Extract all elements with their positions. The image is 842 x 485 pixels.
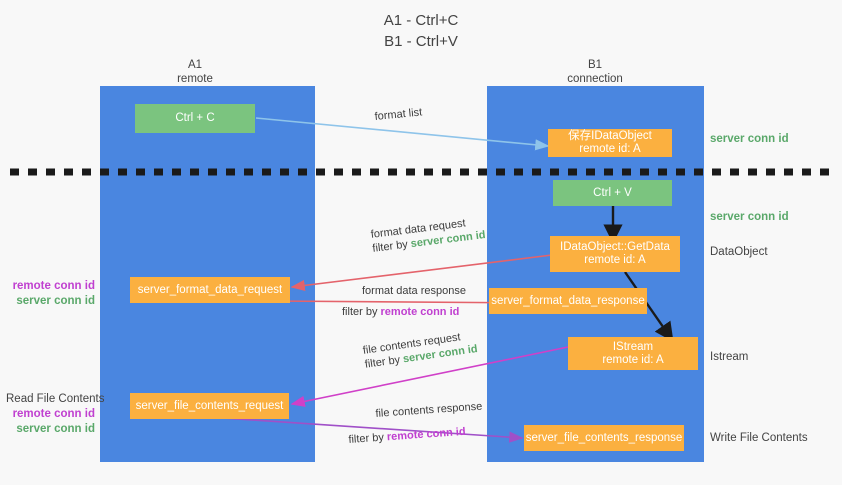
node-idataobject[interactable]: 保存IDataObject remote id: A (548, 129, 672, 157)
node-server-format-data-response[interactable]: server_format_data_response (489, 288, 647, 314)
note-server-conn-id-left-mid: server conn id (16, 295, 95, 307)
edge-label-file-contents-request: file contents request filter by server c… (362, 328, 479, 372)
node-server-file-contents-request[interactable]: server_file_contents_request (130, 393, 289, 419)
filter-prefix: filter by (342, 306, 381, 318)
edge-label-file-contents-response-text: file contents response (375, 400, 483, 420)
node-server-file-contents-response[interactable]: server_file_contents_response (524, 425, 684, 451)
node-ctrl-v[interactable]: Ctrl + V (553, 180, 672, 206)
note-server-conn-id-left-bottom: server conn id (16, 423, 95, 435)
edge-label-format-list: format list (374, 105, 423, 124)
filter-key-remote-conn-id: remote conn id (386, 425, 466, 444)
filter-prefix: filter by (348, 431, 388, 446)
column-header-b1-sub: connection (567, 73, 623, 85)
column-header-b1: B1 connection (520, 58, 670, 86)
note-remote-conn-id-mid: remote conn id (12, 280, 95, 292)
node-ctrl-c[interactable]: Ctrl + C (135, 104, 255, 133)
node-server-format-data-request[interactable]: server_format_data_request (130, 277, 290, 303)
edge-label-format-data-request: format data request filter by server con… (370, 214, 486, 256)
column-header-a1: A1 remote (120, 58, 270, 86)
node-idataobject-label: 保存IDataObject remote id: A (568, 130, 652, 155)
node-server-format-data-request-label: server_format_data_request (137, 283, 283, 296)
filter-key-remote-conn-id: remote conn id (380, 306, 460, 318)
note-group-file-conn-ids: Read File Contents remote conn id server… (6, 392, 105, 437)
node-server-file-contents-request-label: server_file_contents_request (135, 399, 284, 412)
title-line-1: A1 - Ctrl+C (383, 12, 459, 29)
column-header-a1-name: A1 (187, 59, 203, 71)
note-istream: Istream (710, 351, 749, 363)
edge-label-format-data-response-filter: filter by remote conn id (342, 305, 459, 319)
edge-label-file-contents-response-filter: filter by remote conn id (348, 425, 466, 447)
edge-label-format-list-text: format list (374, 106, 423, 123)
column-header-b1-name: B1 (587, 59, 603, 71)
note-group-format-conn-ids: remote conn id server conn id (10, 279, 95, 309)
note-dataobject: DataObject (710, 246, 768, 258)
column-header-a1-sub: remote (177, 73, 213, 85)
node-istream-label: IStream remote id: A (602, 340, 664, 366)
node-getdata-label: IDataObject::GetData remote id: A (560, 241, 670, 266)
node-ctrl-v-label: Ctrl + V (593, 186, 632, 199)
edge-label-file-contents-response: file contents response (375, 400, 483, 421)
note-server-conn-id-mid: server conn id (710, 211, 789, 223)
node-server-file-contents-response-label: server_file_contents_response (525, 431, 683, 444)
node-server-format-data-response-label: server_format_data_response (491, 294, 645, 307)
edge-label-format-data-response-text: format data response (362, 285, 466, 297)
note-read-file-contents: Read File Contents (6, 393, 105, 405)
filter-prefix: filter by (364, 353, 404, 371)
node-istream[interactable]: IStream remote id: A (568, 337, 698, 370)
filter-prefix: filter by (371, 238, 412, 255)
page-title: A1 - Ctrl+C B1 - Ctrl+V (0, 10, 842, 52)
note-remote-conn-id-bottom: remote conn id (12, 408, 95, 420)
note-write-file-contents: Write File Contents (710, 432, 808, 444)
note-server-conn-id-top: server conn id (710, 133, 789, 145)
title-line-2: B1 - Ctrl+V (384, 33, 458, 50)
edge-label-format-data-response: format data response (362, 284, 466, 298)
node-ctrl-c-label: Ctrl + C (175, 112, 215, 124)
node-getdata[interactable]: IDataObject::GetData remote id: A (550, 236, 680, 272)
